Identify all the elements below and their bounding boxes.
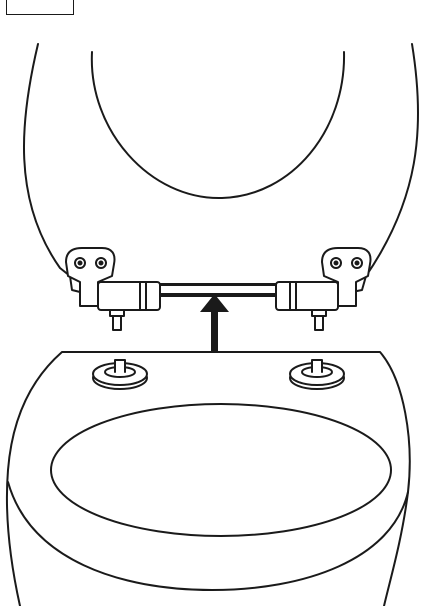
mounting-bolts: [92, 359, 345, 390]
right-mounting-bolt: [289, 359, 345, 390]
bowl-rim-front: [7, 481, 409, 591]
left-mounting-bolt: [92, 359, 148, 390]
left-hinge-pin: [109, 309, 125, 331]
toilet-bowl: [5, 351, 411, 606]
step-indicator-box: [6, 0, 74, 15]
left-hinge-block: [97, 281, 161, 311]
lid-inner-opening: [90, 51, 346, 200]
bowl-inner-opening: [50, 403, 392, 537]
hinge-assembly: [65, 247, 372, 331]
right-hinge-block: [275, 281, 339, 311]
hinge-rod: [159, 284, 277, 295]
right-hinge-pin: [311, 309, 327, 331]
